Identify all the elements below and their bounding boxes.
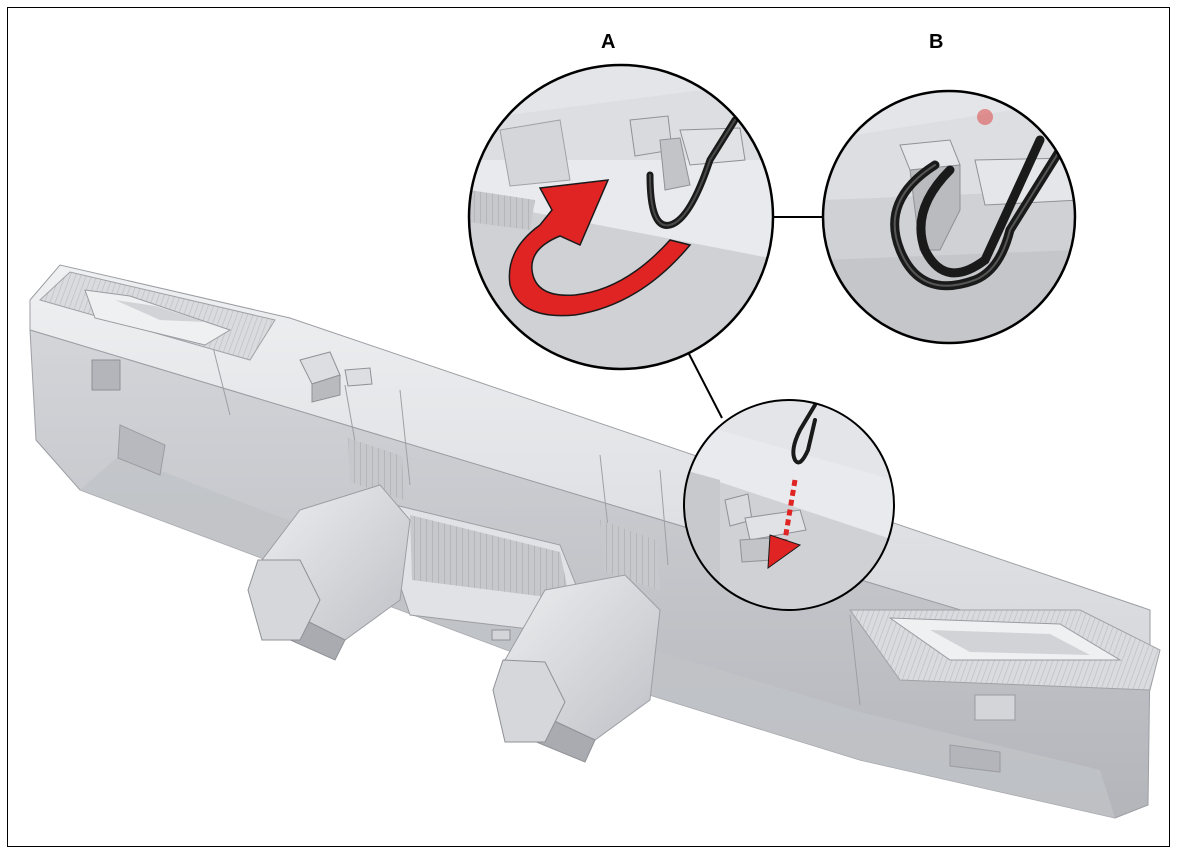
front-mount	[247, 484, 661, 763]
callout-label-b: B	[929, 31, 944, 53]
down-arrow-icon	[767, 479, 802, 570]
callout-b-zoom	[821, 89, 1077, 345]
callout-label-a: A	[601, 31, 616, 53]
callout-a-zoom	[467, 63, 775, 371]
leader-lines	[687, 216, 823, 419]
insertion-detail	[683, 399, 895, 611]
figure-frame	[7, 7, 1170, 847]
u-turn-arrow-icon	[508, 179, 692, 317]
